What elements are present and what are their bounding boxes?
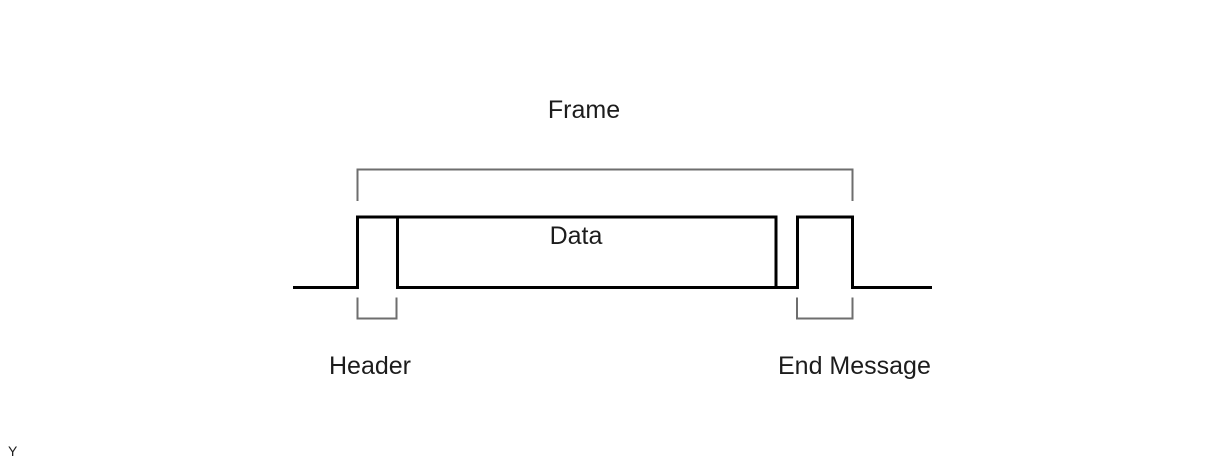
stray-y-character: Y (8, 443, 18, 459)
header-label: Header (329, 352, 411, 380)
signal-line (293, 215, 932, 289)
end-message-label: End Message (778, 352, 931, 380)
header-span-bracket (356, 297, 398, 320)
data-box (396, 215, 778, 289)
data-label: Data (549, 222, 603, 250)
frame-label: Frame (547, 96, 621, 124)
end-message-span-bracket (796, 297, 854, 320)
frame-span-bracket (356, 168, 854, 201)
